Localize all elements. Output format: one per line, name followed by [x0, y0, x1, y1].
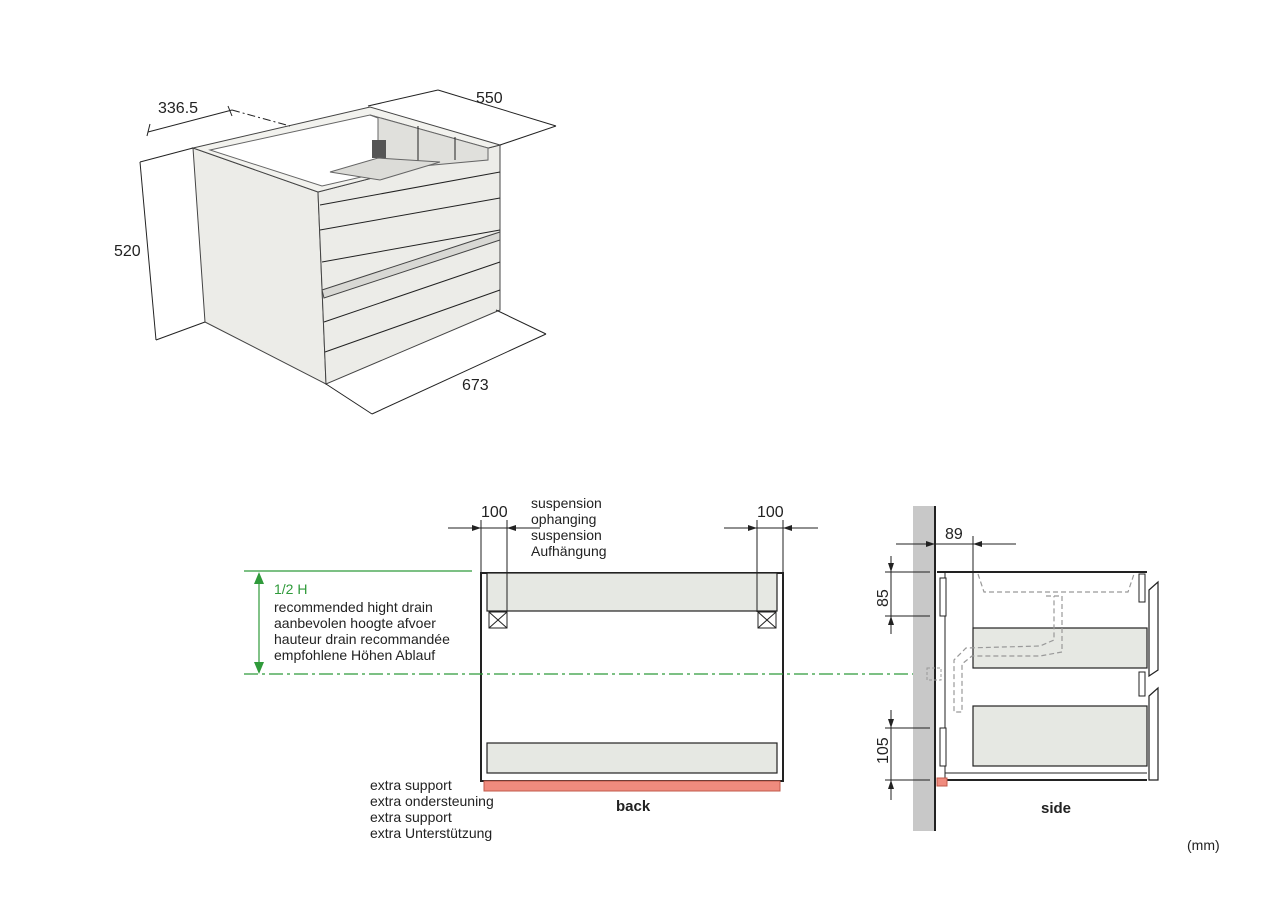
side-caption: side [1041, 800, 1071, 817]
drain-label-nl: aanbevolen hoogte afvoer [274, 615, 436, 631]
drain-label-en: recommended hight drain [274, 599, 433, 615]
back-caption: back [616, 798, 651, 815]
half-height-label: 1/2 H [274, 581, 307, 597]
back-view: 100 100 suspension ophanging suspension … [244, 495, 922, 841]
support-label-de: extra Unterstützung [370, 825, 492, 841]
suspension-label-nl: ophanging [531, 511, 596, 527]
dim-right-offset: 100 [757, 504, 784, 521]
side-upper-drawer [972, 627, 1148, 669]
wall [913, 506, 935, 831]
drawer-divider [321, 231, 501, 299]
suspension-label-de: Aufhängung [531, 543, 607, 559]
suspension-label-en: suspension [531, 495, 602, 511]
dim-depth: 336.5 [158, 100, 198, 117]
isometric-view: 336.5 550 520 673 [114, 89, 557, 415]
dim-height: 520 [114, 243, 141, 260]
suspension-bracket-icon [372, 140, 386, 158]
unit-label: (mm) [1187, 837, 1220, 853]
drain-label-de: empfohlene Höhen Ablauf [274, 647, 435, 663]
dim-width-top: 550 [476, 90, 503, 107]
side-view: 89 85 105 side [875, 506, 1159, 831]
dim-wall-offset: 89 [945, 526, 963, 543]
support-label-nl: extra ondersteuning [370, 793, 494, 809]
support-label-fr: extra support [370, 809, 452, 825]
dim-left-offset: 100 [481, 504, 508, 521]
suspension-left-icon [488, 611, 508, 629]
drain-label-fr: hauteur drain recommandée [274, 631, 450, 647]
support-label-en: extra support [370, 777, 452, 793]
arrow-up-icon [254, 572, 264, 584]
extra-support-bar [483, 780, 781, 792]
back-top-rail [486, 572, 778, 612]
suspension-label-fr: suspension [531, 527, 602, 543]
suspension-right-icon [757, 611, 777, 629]
side-lower-drawer [972, 705, 1148, 767]
dim-width-bottom: 673 [462, 377, 489, 394]
dim-bottom: 105 [875, 737, 892, 764]
back-bottom-rail [486, 742, 778, 774]
dim-top: 85 [875, 589, 892, 607]
arrow-down-icon [254, 662, 264, 674]
basin-outline [977, 573, 1135, 593]
